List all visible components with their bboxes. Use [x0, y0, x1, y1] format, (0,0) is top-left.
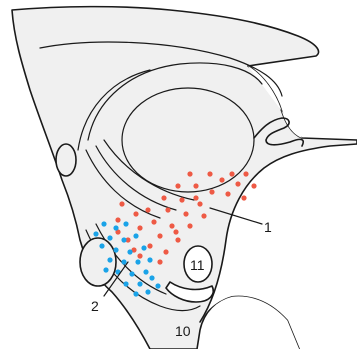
red-dot — [133, 211, 138, 216]
red-dot — [193, 195, 198, 200]
red-dot — [163, 249, 168, 254]
red-dot — [235, 181, 240, 186]
blue-dot — [147, 257, 152, 262]
red-dot — [137, 253, 142, 258]
red-dot — [187, 171, 192, 176]
label-1: 1 — [264, 219, 272, 235]
blue-dot — [137, 281, 142, 286]
red-dot — [187, 223, 192, 228]
red-dot — [197, 201, 202, 206]
red-dot — [145, 207, 150, 212]
blue-dot — [107, 235, 112, 240]
red-dot — [161, 195, 166, 200]
blue-dot — [149, 275, 154, 280]
red-dot — [193, 183, 198, 188]
blue-dot — [127, 249, 132, 254]
red-dot — [157, 259, 162, 264]
blue-dot — [99, 243, 104, 248]
red-dot — [165, 207, 170, 212]
blue-dot — [133, 233, 138, 238]
red-dot — [175, 183, 180, 188]
blue-dot — [113, 247, 118, 252]
red-dot — [119, 201, 124, 206]
red-dot — [175, 237, 180, 242]
blue-dot — [155, 283, 160, 288]
red-dot — [251, 183, 256, 188]
label-2: 2 — [91, 298, 99, 314]
blue-dot — [107, 257, 112, 262]
blue-dot — [135, 259, 140, 264]
blue-dot — [121, 237, 126, 242]
red-dot — [147, 243, 152, 248]
blue-dot — [143, 269, 148, 274]
left-lobe — [56, 144, 76, 176]
blue-dot — [123, 281, 128, 286]
red-dot — [225, 191, 230, 196]
blue-dot — [101, 221, 106, 226]
blue-dot — [145, 289, 150, 294]
red-dot — [183, 211, 188, 216]
red-dot — [201, 213, 206, 218]
blue-dot — [133, 291, 138, 296]
red-dot — [115, 217, 120, 222]
red-dot — [169, 223, 174, 228]
blue-dot — [129, 271, 134, 276]
blue-dot — [93, 231, 98, 236]
red-dot — [173, 229, 178, 234]
label-10: 10 — [175, 323, 191, 339]
red-dot — [243, 171, 248, 176]
red-dot — [137, 225, 142, 230]
red-dot — [219, 177, 224, 182]
blue-dot — [141, 245, 146, 250]
red-dot — [157, 233, 162, 238]
red-dot — [209, 189, 214, 194]
blue-dot — [123, 221, 128, 226]
red-dot — [179, 197, 184, 202]
red-dot — [229, 171, 234, 176]
red-dot — [207, 171, 212, 176]
red-dot — [151, 219, 156, 224]
red-dot — [241, 195, 246, 200]
label-11: 11 — [190, 257, 205, 273]
blue-dot — [103, 267, 108, 272]
blue-dot — [113, 225, 118, 230]
blue-dot — [121, 259, 126, 264]
